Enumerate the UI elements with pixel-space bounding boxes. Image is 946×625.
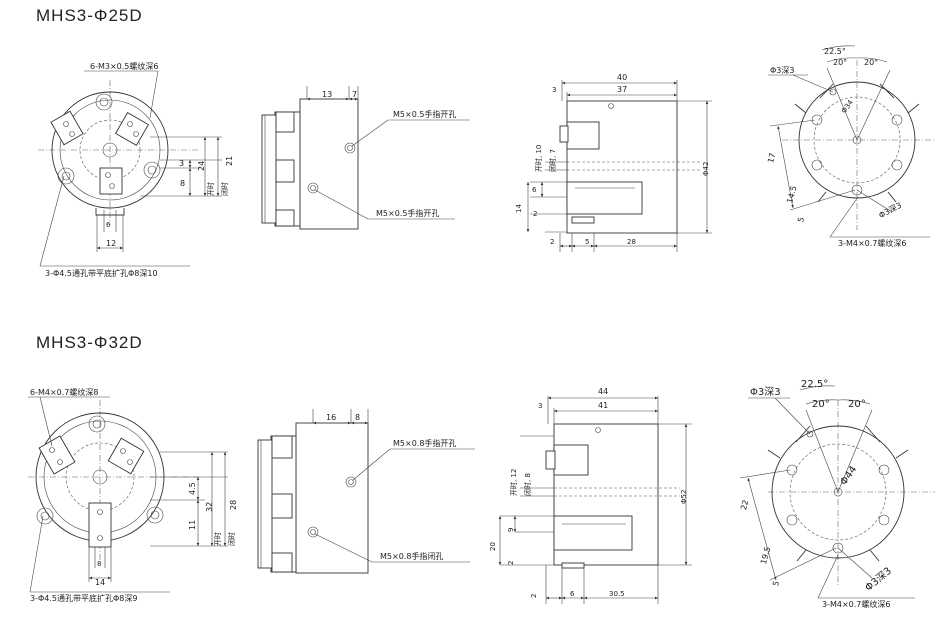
side-25-dim-a: 13: [322, 90, 332, 99]
front-25-width: 12: [106, 239, 116, 248]
side-32-dim-a: 16: [326, 413, 336, 422]
front-32-dim21: 28: [229, 500, 238, 510]
back-32-thread-note: 3-M4×0.7螺纹深6: [822, 599, 890, 609]
front-25-dim8: 8: [180, 179, 185, 188]
front-view-25: 12 6 3 8 24 开时 闭时 21 6-M3×0.5螺纹深6: [38, 61, 234, 278]
profile-32-dim2: 2: [507, 561, 515, 565]
profile-32-open: 开时, 12: [509, 469, 518, 496]
profile-32-dim14: 20: [489, 542, 497, 551]
profile-32-dia: Φ52: [680, 490, 688, 504]
back-25-dia: Φ34: [840, 98, 855, 115]
front-32-open: 开时: [213, 532, 222, 546]
back-25-pin-top: Φ3深3: [770, 66, 794, 75]
front-32-small: 8: [97, 560, 101, 568]
front-32-dim8: 11: [188, 520, 197, 530]
side-32-port-open: M5×0.8手指开孔: [393, 438, 456, 448]
back-25-dim5: 5: [796, 216, 806, 223]
profile-32-total: 44: [598, 387, 608, 396]
back-32-dim145: 19.5: [759, 546, 772, 566]
front-32-width: 14: [95, 578, 105, 587]
front-view-32: 14 8 4.5 11 32 开时 闭时 28 6-M4×0.7螺纹深8 3-Φ…: [28, 387, 238, 603]
profile-25-body: 37: [617, 85, 627, 94]
side-25-port-open: M5×0.5手指开孔: [393, 109, 456, 119]
back-32-pin-top: Φ3深3: [750, 386, 781, 398]
back-32-dim17: 22: [739, 499, 750, 511]
front-32-close: 闭时: [227, 532, 236, 546]
front-32-thread-note: 6-M4×0.7螺纹深8: [30, 387, 98, 397]
front-25-open: 开时: [206, 182, 215, 196]
section-title-32: MHS3-Φ32D: [36, 333, 143, 352]
back-25-pin-bottom: Φ3深3: [877, 201, 903, 220]
side-view-25: 13 7 M5×0.5手指开孔 M5×0.5手指开孔: [261, 86, 470, 230]
section-32: 14 8 4.5 11 32 开时 闭时 28 6-M4×0.7螺纹深8 3-Φ…: [28, 379, 935, 609]
profile-32-dim6: 9: [507, 528, 515, 532]
profile-32-dim2b: 2: [530, 594, 538, 598]
front-32-dim3: 4.5: [188, 482, 197, 495]
side-25-port-close: M5×0.5手指开孔: [376, 208, 439, 218]
back-25-dim17: 17: [766, 152, 777, 164]
profile-32-dim28: 30.5: [609, 590, 625, 598]
section-25: 12 6 3 8 24 开时 闭时 21 6-M3×0.5螺纹深6: [38, 45, 935, 278]
front-25-close: 闭时: [220, 182, 229, 196]
profile-25-dim6: 6: [532, 186, 537, 194]
front-25-small: 6: [106, 221, 111, 229]
back-32-angle-b: 20°: [812, 399, 830, 410]
front-32-dim24: 32: [205, 502, 214, 512]
back-view-25: Φ34 22.5° 20° 20° Φ3深3 Φ3深3 17 14.5 5 3-…: [766, 45, 935, 248]
side-32-port-close: M5×0.8手指闭孔: [380, 551, 443, 561]
profile-25-dim2b: 2: [550, 238, 554, 246]
back-25-angle-a: 22.5°: [824, 47, 846, 56]
profile-25-dim2: 2: [533, 210, 537, 218]
back-32-angle-c: 20°: [848, 399, 866, 410]
back-25-angle-c: 20°: [864, 58, 878, 67]
profile-32-dim5: 6: [570, 590, 575, 598]
profile-25-dia: Φ42: [702, 162, 710, 176]
profile-25-dim28: 28: [627, 238, 636, 246]
profile-32-close: 闭时, 8: [523, 473, 532, 496]
back-view-32: Φ44 22.5° 20° 20° Φ3深3 Φ3深3 22 19.5 5 3-…: [739, 379, 935, 609]
front-25-hole-note: 3-Φ4.5通孔带平底扩孔Φ8深10: [45, 268, 158, 278]
section-title-25: MHS3-Φ25D: [36, 6, 143, 25]
back-32-pin-bottom: Φ3深3: [863, 565, 894, 594]
front-32-hole-note: 3-Φ4.5通孔带平底扩孔Φ8深9: [30, 593, 137, 603]
profile-25-dim14: 14: [515, 204, 523, 213]
side-32-dim-b: 8: [355, 413, 360, 422]
profile-25-open: 开时, 10: [534, 145, 543, 172]
side-view-32: 16 8 M5×0.8手指开孔 M5×0.8手指闭孔: [257, 409, 475, 574]
front-25-dim24: 24: [197, 161, 206, 171]
front-25-thread-note: 6-M3×0.5螺纹深6: [90, 61, 158, 71]
back-25-angle-b: 20°: [833, 58, 847, 67]
profile-25-total: 40: [617, 73, 627, 82]
front-25-dim3: 3: [179, 159, 184, 168]
profile-25-close: 闭时, 7: [548, 149, 557, 172]
back-25-dim145: 14.5: [785, 185, 798, 205]
profile-view-32: 44 41 3 Φ52 开时, 12 闭时, 8 9 20 2: [489, 387, 692, 604]
profile-25-top: 3: [552, 86, 556, 94]
profile-view-25: 40 37 3 Φ42 开时, 10 闭时, 7 6 14 2: [515, 73, 712, 252]
side-25-dim-b: 7: [352, 90, 357, 99]
front-25-dim21: 21: [225, 156, 234, 166]
profile-25-dim5: 5: [585, 238, 589, 246]
back-32-dim5: 5: [771, 580, 781, 587]
back-32-angle-a: 22.5°: [801, 379, 828, 390]
back-25-thread-note: 3-M4×0.7螺纹深6: [838, 238, 906, 248]
profile-32-body: 41: [598, 401, 608, 410]
profile-32-top: 3: [538, 402, 542, 410]
